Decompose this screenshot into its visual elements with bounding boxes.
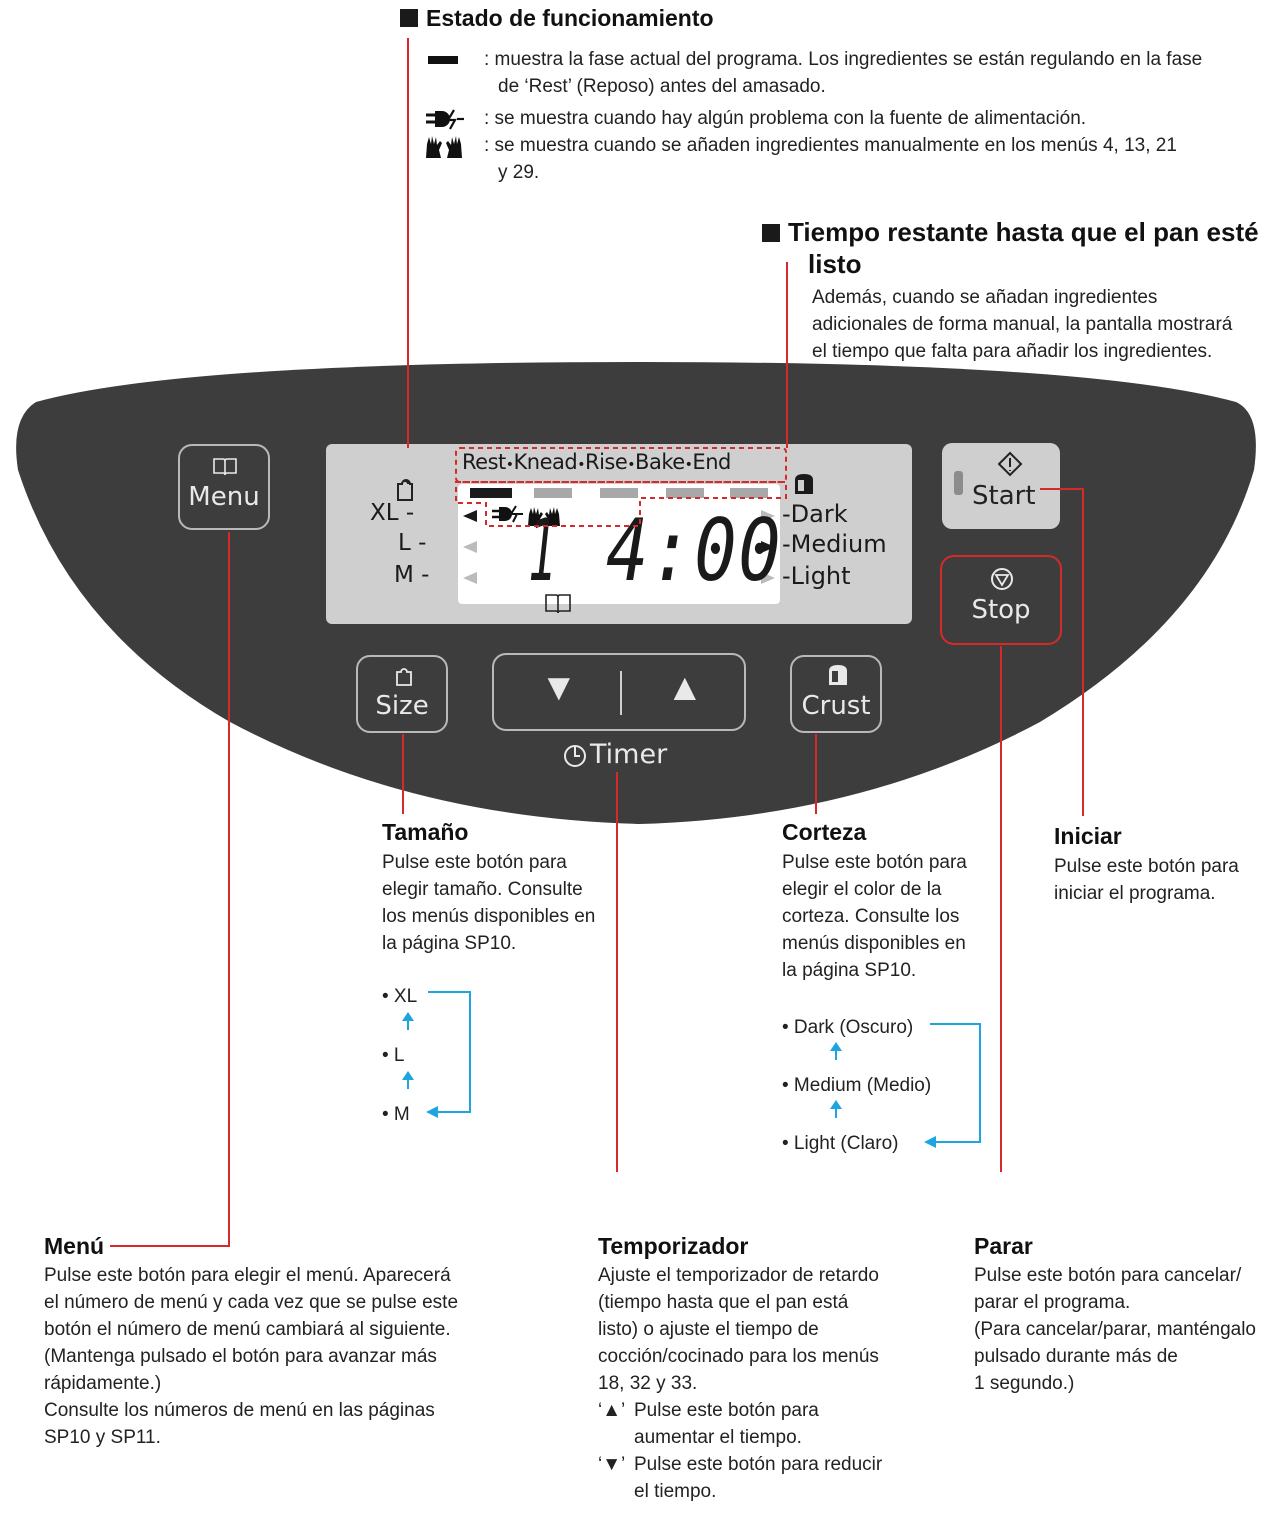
start-button-label: Start <box>972 481 1036 511</box>
timer-heading: Temporizador <box>598 1233 749 1259</box>
remaining-heading: Tiempo restante hasta que el pan esté li… <box>762 216 1259 280</box>
menu-book-icon <box>213 458 237 476</box>
menu-number-display: 1 <box>528 501 557 601</box>
menu-button[interactable]: Menu <box>178 444 270 530</box>
remaining-text: Además, cuando se añadan ingredientes ad… <box>812 287 1233 362</box>
size-button-label: Size <box>375 691 429 721</box>
size-weight-icon <box>397 479 413 501</box>
square-bullet-icon <box>762 224 780 242</box>
phase-bar-icon <box>428 56 458 64</box>
start-diamond-icon <box>997 451 1023 477</box>
start-indicator-led <box>954 471 963 495</box>
time-display: 4:00 <box>606 501 783 601</box>
status-heading: Estado de funcionamiento <box>400 4 714 32</box>
timer-description: Ajuste el temporizador de retardo (tiemp… <box>598 1265 879 1394</box>
crust-bread-icon <box>795 474 813 494</box>
menu-heading: Menú <box>44 1233 105 1259</box>
crust-description: Pulse este botón para elegir el color de… <box>782 852 967 981</box>
hands-icon <box>426 136 462 158</box>
crust-button[interactable]: Crust <box>790 655 882 733</box>
size-mark-m: M - <box>394 562 430 588</box>
size-option-l: • L <box>382 1045 405 1066</box>
crust-mark-dark: -Dark <box>782 500 848 528</box>
size-description: Pulse este botón para elegir tamaño. Con… <box>382 852 596 954</box>
crust-bread-icon <box>829 665 847 685</box>
start-description: Pulse este botón para iniciar el program… <box>1054 856 1239 904</box>
phase-segment <box>600 488 638 498</box>
lcd-display: Rest•Knead•Rise•Bake•End XL - L - M - 1 … <box>326 444 912 624</box>
square-bullet-icon <box>400 9 418 27</box>
menu-book-icon <box>545 594 571 614</box>
crust-pointer-icons <box>761 510 775 584</box>
power-problem-icon <box>426 109 464 130</box>
lcd-window <box>458 484 780 604</box>
crust-option-light: • Light (Claro) <box>782 1133 899 1154</box>
start-heading: Iniciar <box>1054 823 1122 849</box>
crust-mark-medium: -Medium <box>782 530 887 558</box>
phase-segment <box>666 488 704 498</box>
menu-button-label: Menu <box>188 482 260 512</box>
size-mark-xl: XL - <box>370 500 415 526</box>
timer-divider <box>620 671 622 715</box>
up-arrow-icon: ▲ <box>666 667 704 709</box>
status-item-power: : se muestra cuando hay algún problema c… <box>484 108 1087 129</box>
stop-heading: Parar <box>974 1233 1033 1259</box>
crust-option-medium: • Medium (Medio) <box>782 1075 932 1096</box>
status-item-phase: : muestra la fase actual del programa. L… <box>484 49 1203 97</box>
phase-segment <box>730 488 768 498</box>
size-option-xl: • XL <box>382 986 418 1007</box>
crust-mark-light: -Light <box>782 562 851 590</box>
stop-description: Pulse este botón para cancelar/ parar el… <box>974 1265 1256 1394</box>
clock-icon <box>564 745 586 767</box>
size-option-m: • M <box>382 1104 410 1125</box>
timer-up-note: ‘▲’ Pulse este botón para aumentar el ti… <box>598 1400 819 1448</box>
size-weight-icon <box>396 668 412 686</box>
stop-icon <box>991 568 1013 590</box>
lcd-power-hands-icons <box>492 505 560 526</box>
menu-description: Pulse este botón para elegir el menú. Ap… <box>44 1265 459 1448</box>
timer-down-note: ‘▼’ Pulse este botón para reducir el tie… <box>598 1454 883 1502</box>
phase-segment <box>534 488 572 498</box>
size-button[interactable]: Size <box>356 655 448 733</box>
crust-heading: Corteza <box>782 819 867 845</box>
timer-down-button[interactable]: ▼ <box>494 655 620 729</box>
status-item-hands: : se muestra cuando se añaden ingredient… <box>484 135 1177 183</box>
phase-labels: Rest•Knead•Rise•Bake•End <box>462 450 731 474</box>
phase-segment-active <box>470 488 512 498</box>
crust-option-dark: • Dark (Oscuro) <box>782 1017 914 1038</box>
down-arrow-icon: ▼ <box>540 667 578 709</box>
stop-button[interactable]: Stop <box>940 555 1062 645</box>
stop-button-label: Stop <box>971 595 1031 625</box>
start-button[interactable]: Start <box>942 443 1060 529</box>
timer-up-button[interactable]: ▲ <box>622 655 746 729</box>
size-heading: Tamaño <box>382 819 469 845</box>
size-pointer-icons <box>463 510 477 584</box>
size-mark-l: L - <box>398 530 427 556</box>
crust-button-label: Crust <box>801 691 871 721</box>
timer-button-group: ▼ ▲ <box>492 653 746 731</box>
